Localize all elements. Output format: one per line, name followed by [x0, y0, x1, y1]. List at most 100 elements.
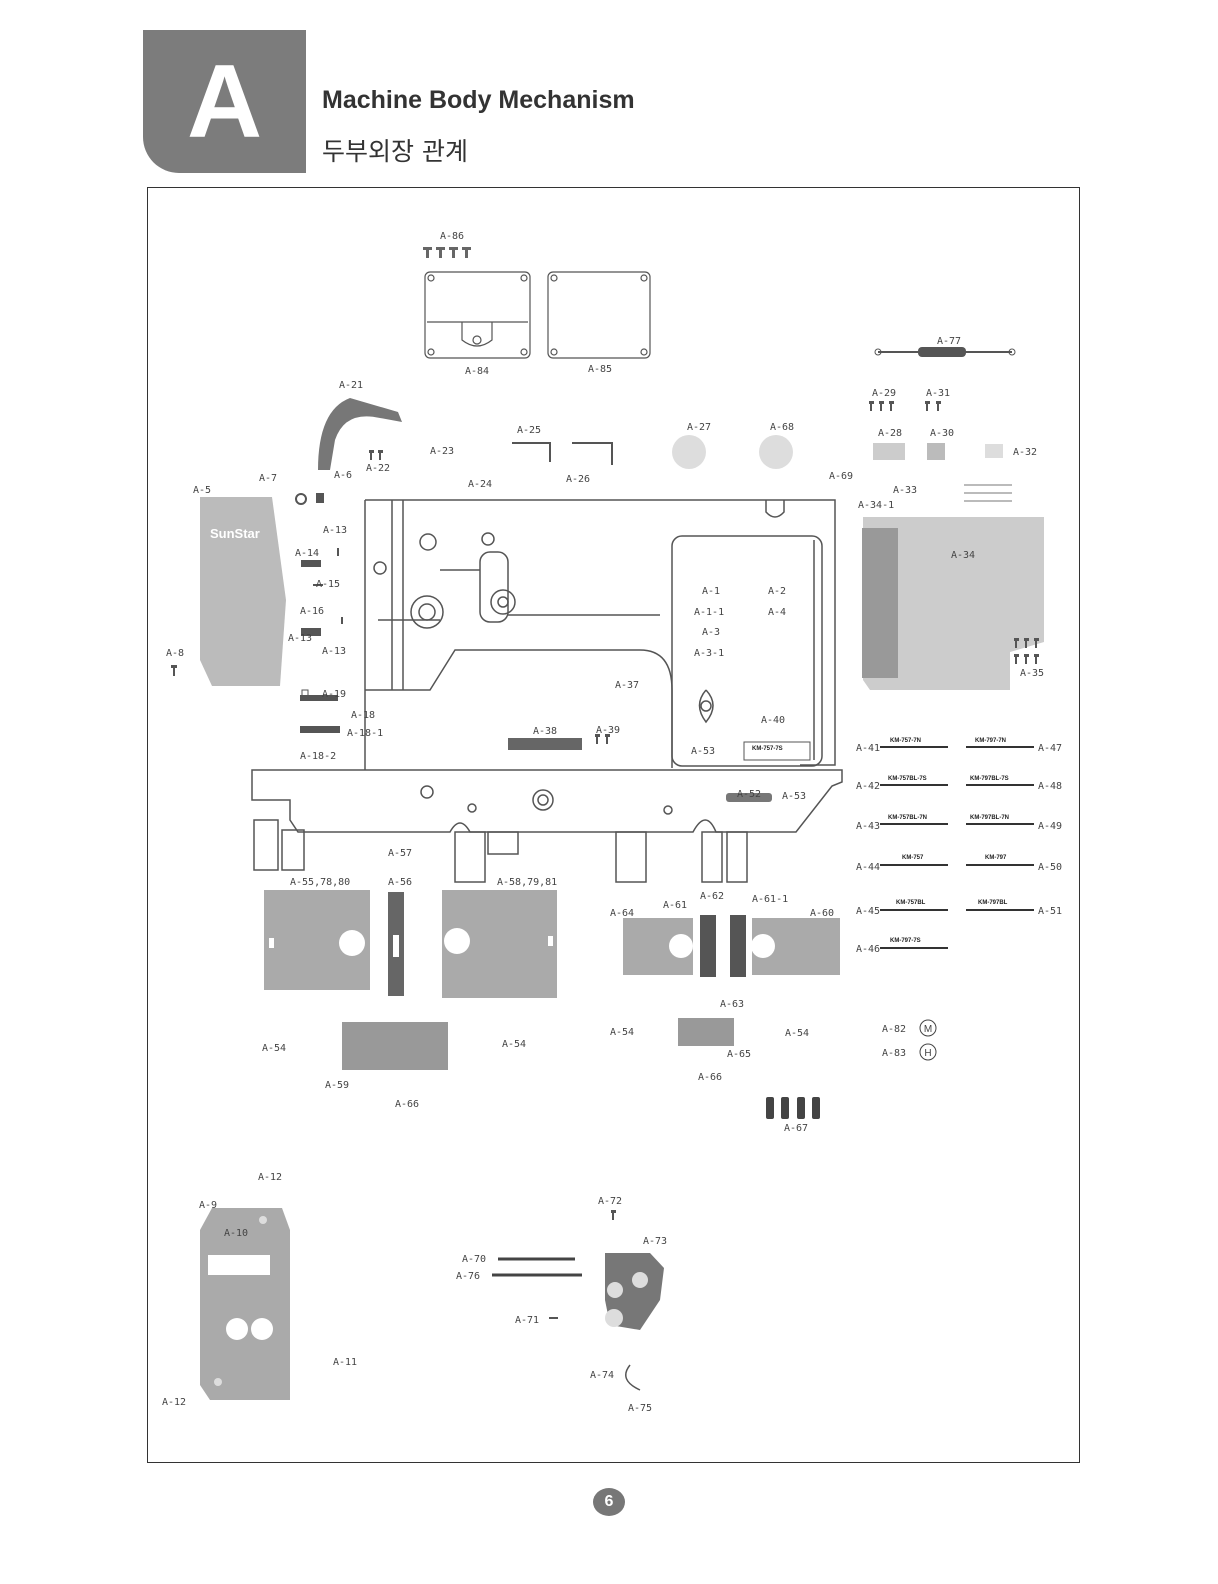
model-plate-a51: KM-797BL [978, 900, 1008, 906]
label-a37: A-37 [615, 680, 639, 691]
label-a23: A-23 [430, 446, 454, 457]
model-plate-a44: KM-757 [902, 855, 924, 861]
label-a86: A-86 [440, 231, 464, 242]
symbol-m: M [924, 1024, 932, 1035]
label-a73: A-73 [643, 1236, 667, 1247]
label-a15: A-15 [316, 579, 340, 590]
label-a66-a: A-66 [395, 1099, 419, 1110]
section-letter: A [186, 44, 263, 160]
label-a28: A-28 [878, 428, 902, 439]
label-a4: A-4 [768, 607, 786, 618]
label-a49: A-49 [1038, 821, 1062, 832]
model-plate-a42: KM-757BL-7S [888, 776, 927, 782]
label-a11: A-11 [333, 1357, 357, 1368]
screw-a6 [316, 493, 324, 503]
screws-a22 [369, 450, 383, 460]
label-a56: A-56 [388, 877, 412, 888]
label-a32: A-32 [1013, 447, 1037, 458]
label-a29: A-29 [872, 388, 896, 399]
face-plate-a5 [200, 497, 286, 686]
symbol-m-circle [919, 1019, 937, 1037]
label-a34-1: A-34-1 [858, 500, 894, 511]
brand-logo-a5: SunStar [210, 526, 260, 541]
label-a13-c: A-13 [322, 646, 346, 657]
label-a63: A-63 [720, 999, 744, 1010]
side-cover-a34 [863, 517, 1044, 690]
label-a82: A-82 [882, 1024, 906, 1035]
wire-a77 [874, 347, 1016, 357]
label-a25: A-25 [517, 425, 541, 436]
tension-assembly-a73 [605, 1253, 664, 1330]
model-plate-a50: KM-797 [985, 855, 1007, 861]
label-a21: A-21 [339, 380, 363, 391]
label-a34: A-34 [951, 550, 975, 561]
label-a40: A-40 [761, 715, 785, 726]
brand-logo-a9: SunStar [214, 1261, 257, 1273]
diagram-frame [147, 187, 1080, 1463]
screws-a86 [423, 247, 471, 258]
slide-plate-a52 [726, 793, 772, 802]
label-a10: A-10 [224, 1228, 248, 1239]
part-a28 [873, 443, 905, 460]
symbol-h-circle [919, 1043, 937, 1061]
label-a16: A-16 [300, 606, 324, 617]
gasket-a85 [547, 271, 651, 359]
label-a64: A-64 [610, 908, 634, 919]
model-plate-a41: KM-757-7N [890, 738, 921, 744]
label-a13-b: A-13 [288, 633, 312, 644]
model-plates [880, 746, 1034, 949]
label-a52: A-52 [737, 789, 761, 800]
model-plate-a48: KM-797BL-7S [970, 776, 1009, 782]
label-a41: A-41 [856, 743, 880, 754]
label-a61-1: A-61-1 [752, 894, 788, 905]
label-a5: A-5 [193, 485, 211, 496]
label-a47: A-47 [1038, 743, 1062, 754]
slide-plates-double [623, 915, 840, 1046]
label-a84: A-84 [465, 366, 489, 377]
screws-a35 [1014, 638, 1039, 664]
label-a46: A-46 [856, 944, 880, 955]
label-a27: A-27 [687, 422, 711, 433]
label-a83: A-83 [882, 1048, 906, 1059]
label-a54-c: A-54 [610, 1027, 634, 1038]
model-plate-a49: KM-797BL-7N [970, 815, 1009, 821]
label-a35: A-35 [1020, 668, 1044, 679]
slide-plates-single [264, 890, 557, 1070]
part-a38 [508, 738, 582, 750]
label-a85: A-85 [588, 364, 612, 375]
model-plate-a43: KM-757BL-7N [888, 815, 927, 821]
label-a14: A-14 [295, 548, 319, 559]
plug-a68 [759, 435, 793, 469]
label-a18: A-18 [351, 710, 375, 721]
label-a65: A-65 [727, 1049, 751, 1060]
label-a12-a: A-12 [258, 1172, 282, 1183]
label-a3: A-3 [702, 627, 720, 638]
label-a62: A-62 [700, 891, 724, 902]
label-a53-b: A-53 [782, 791, 806, 802]
label-a18-1: A-18-1 [347, 728, 383, 739]
page-title: Machine Body Mechanism [322, 86, 635, 114]
label-a30: A-30 [930, 428, 954, 439]
label-a45: A-45 [856, 906, 880, 917]
label-a72: A-72 [598, 1196, 622, 1207]
label-a71: A-71 [515, 1315, 539, 1326]
screw-a72 [611, 1210, 616, 1213]
hole-left [226, 1318, 248, 1340]
plug-a27 [672, 435, 706, 469]
label-a66-b: A-66 [698, 1072, 722, 1083]
model-plate-a45: KM-757BL [896, 900, 926, 906]
label-a57: A-57 [388, 848, 412, 859]
label-a58: A-58,79,81 [497, 877, 557, 888]
section-tab: A [143, 30, 306, 173]
model-plate-a46: KM-797-7S [890, 938, 921, 944]
label-a19: A-19 [322, 689, 346, 700]
label-a69: A-69 [829, 471, 853, 482]
label-a67: A-67 [784, 1123, 808, 1134]
label-a51: A-51 [1038, 906, 1062, 917]
label-a7: A-7 [259, 473, 277, 484]
label-a13-a: A-13 [323, 525, 347, 536]
label-a33: A-33 [893, 485, 917, 496]
label-a70: A-70 [462, 1254, 486, 1265]
